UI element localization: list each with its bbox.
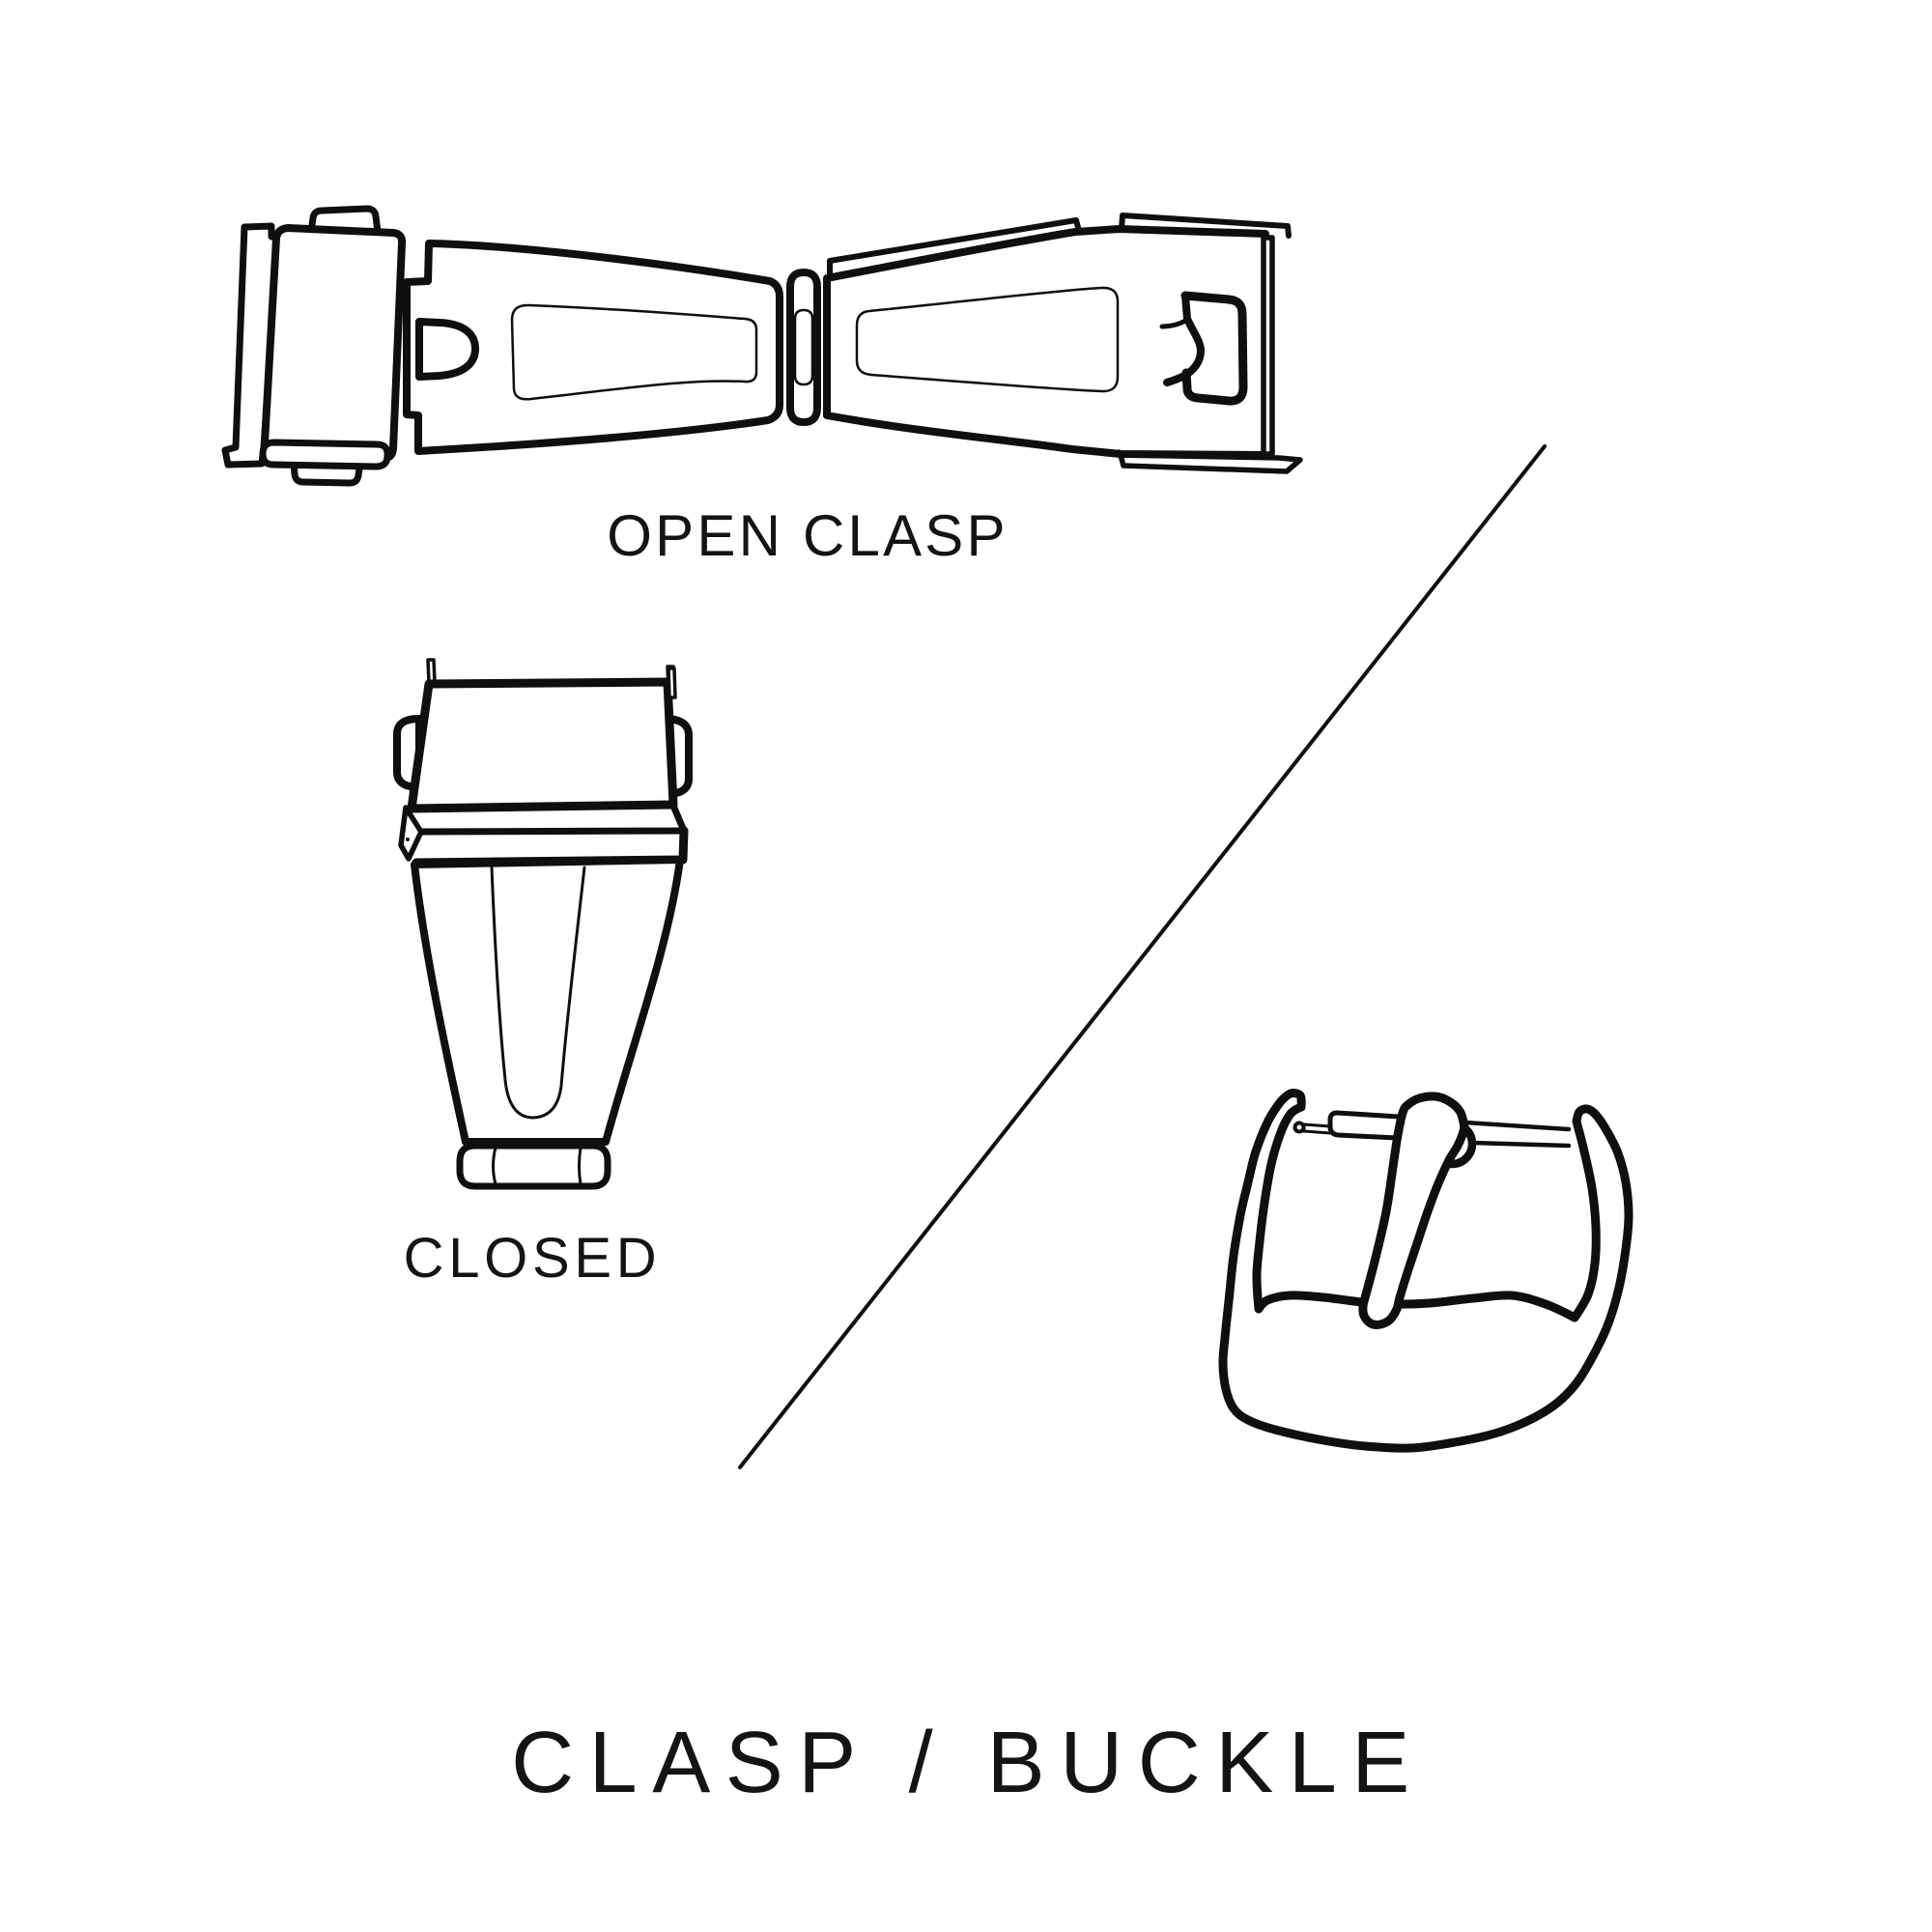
svg-text:CLOSED: CLOSED: [404, 1227, 662, 1290]
svg-text:OPEN CLASP: OPEN CLASP: [607, 503, 1008, 568]
svg-text:CLASP / BUCKLE: CLASP / BUCKLE: [511, 1715, 1425, 1811]
